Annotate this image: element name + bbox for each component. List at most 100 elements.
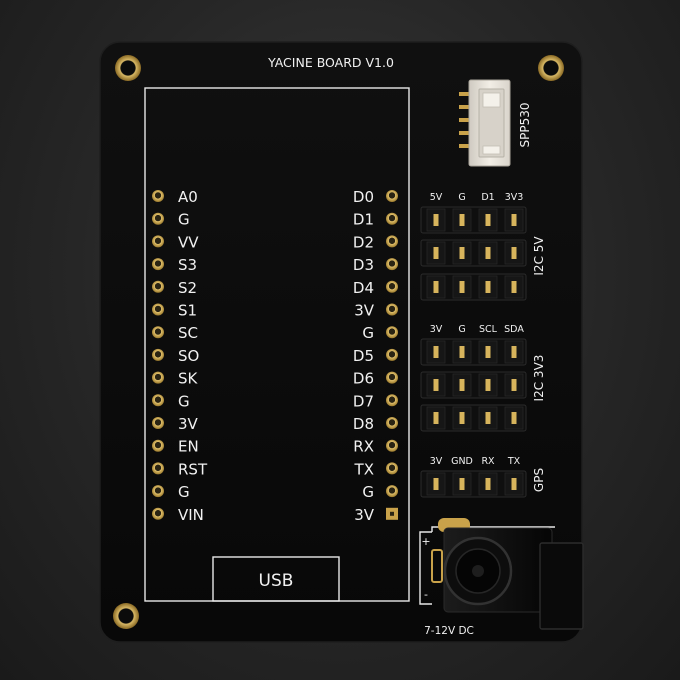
- pin-pad: [152, 258, 164, 271]
- module-pin-right: TX: [354, 460, 398, 478]
- pin-label: TX: [354, 460, 374, 478]
- header-pin[interactable]: [433, 247, 439, 259]
- header-pin[interactable]: [433, 412, 439, 424]
- header-pin[interactable]: [433, 281, 439, 293]
- pin-label: SC: [178, 324, 198, 342]
- module-pin-left: A0: [152, 188, 198, 206]
- header-row: [420, 404, 527, 432]
- header-pin[interactable]: [459, 247, 465, 259]
- pin-pad: [152, 303, 164, 316]
- pin-pad: [152, 417, 164, 429]
- pin-pad: [152, 507, 164, 520]
- header-pin[interactable]: [511, 412, 517, 424]
- header-pin[interactable]: [459, 379, 465, 391]
- header-pin[interactable]: [511, 478, 517, 490]
- pin-pad: [152, 190, 164, 202]
- pin-pad: [386, 371, 398, 384]
- header-pin[interactable]: [511, 247, 517, 259]
- header-pin[interactable]: [433, 346, 439, 358]
- header-column-label: 3V: [430, 324, 443, 335]
- module-pin-right: D8: [353, 415, 398, 433]
- module-pin-right: D6: [353, 370, 398, 388]
- pin-pad: [152, 280, 164, 293]
- pin-label: 3V: [354, 506, 375, 524]
- module-pin-left: RST: [152, 460, 208, 478]
- module-pin-right: G: [362, 324, 398, 342]
- header-pin[interactable]: [485, 281, 491, 293]
- spp530-connector-pins: [459, 92, 471, 148]
- pin-pad: [386, 462, 398, 475]
- module-pin-right: D4: [353, 279, 398, 297]
- header-pin[interactable]: [511, 281, 517, 293]
- header-pin[interactable]: [485, 379, 491, 391]
- pin-label: 3V: [178, 415, 199, 433]
- module-pin-right: D1: [353, 211, 398, 229]
- pin-label: D4: [353, 279, 374, 297]
- header-pin[interactable]: [459, 346, 465, 358]
- pin-pad: [386, 258, 398, 271]
- header-pin[interactable]: [485, 214, 491, 226]
- header-row: [420, 239, 527, 267]
- module-pin-left: VIN: [152, 506, 204, 524]
- module-pin-right: G: [362, 483, 398, 501]
- header-pin[interactable]: [511, 379, 517, 391]
- header-housing: [420, 273, 527, 301]
- header-pin[interactable]: [459, 412, 465, 424]
- header-pin[interactable]: [485, 247, 491, 259]
- header-column-label: G: [458, 324, 465, 335]
- module-pin-left: VV: [152, 233, 199, 251]
- header-pin[interactable]: [511, 346, 517, 358]
- header-column-label: D1: [481, 192, 494, 203]
- mounting-hole-top-left: [115, 55, 141, 81]
- header-pin[interactable]: [485, 412, 491, 424]
- module-pin-right: D3: [353, 256, 398, 274]
- dc-jack-rear: [539, 542, 584, 630]
- pin-label: S1: [178, 302, 197, 320]
- header-column-label: SDA: [504, 324, 524, 335]
- header-housing: [420, 239, 527, 267]
- header-pin[interactable]: [459, 214, 465, 226]
- pin-pad: [386, 280, 398, 293]
- header-pin[interactable]: [459, 478, 465, 490]
- header-pin[interactable]: [433, 478, 439, 490]
- header-column-label: 3V: [430, 456, 443, 467]
- pin-label: D6: [353, 370, 374, 388]
- pin-pad: [386, 417, 398, 429]
- module-pin-left: G: [152, 483, 190, 501]
- pin-label: D5: [353, 347, 374, 365]
- pin-label: D3: [353, 256, 374, 274]
- module-pin-right: D5: [353, 347, 398, 365]
- power-input: + - 7-12V DC: [419, 518, 584, 637]
- header-housing: [420, 338, 527, 366]
- pin-pad: [386, 394, 398, 407]
- pin-label: EN: [178, 438, 199, 456]
- header-pin[interactable]: [459, 281, 465, 293]
- power-pad: [431, 549, 443, 583]
- module-pin-left: EN: [152, 438, 199, 456]
- module-pin-right: 3V: [354, 302, 398, 320]
- pin-pad: [152, 394, 164, 407]
- header-pin[interactable]: [485, 346, 491, 358]
- pin-label: D1: [353, 211, 374, 229]
- header-housing: [420, 470, 527, 498]
- module-pin-left: 3V: [152, 415, 199, 433]
- usb-label: USB: [259, 571, 294, 591]
- pin-label: VV: [178, 233, 199, 251]
- pin-pad: [386, 235, 398, 248]
- module-pin-left: S3: [152, 256, 197, 274]
- header-pin[interactable]: [485, 478, 491, 490]
- header-pin[interactable]: [433, 214, 439, 226]
- module-pin-left: G: [152, 211, 190, 229]
- pin-pad: [152, 439, 164, 452]
- spp530-connector: SPP530: [459, 79, 532, 167]
- header-pin[interactable]: [511, 214, 517, 226]
- header-column-label: 3V3: [505, 192, 524, 203]
- header-row: [420, 371, 527, 399]
- pin-label: S3: [178, 256, 197, 274]
- header-pin[interactable]: [433, 379, 439, 391]
- pin-pad: [386, 348, 398, 361]
- pin-pad: [152, 485, 164, 498]
- pin-label: RX: [353, 438, 374, 456]
